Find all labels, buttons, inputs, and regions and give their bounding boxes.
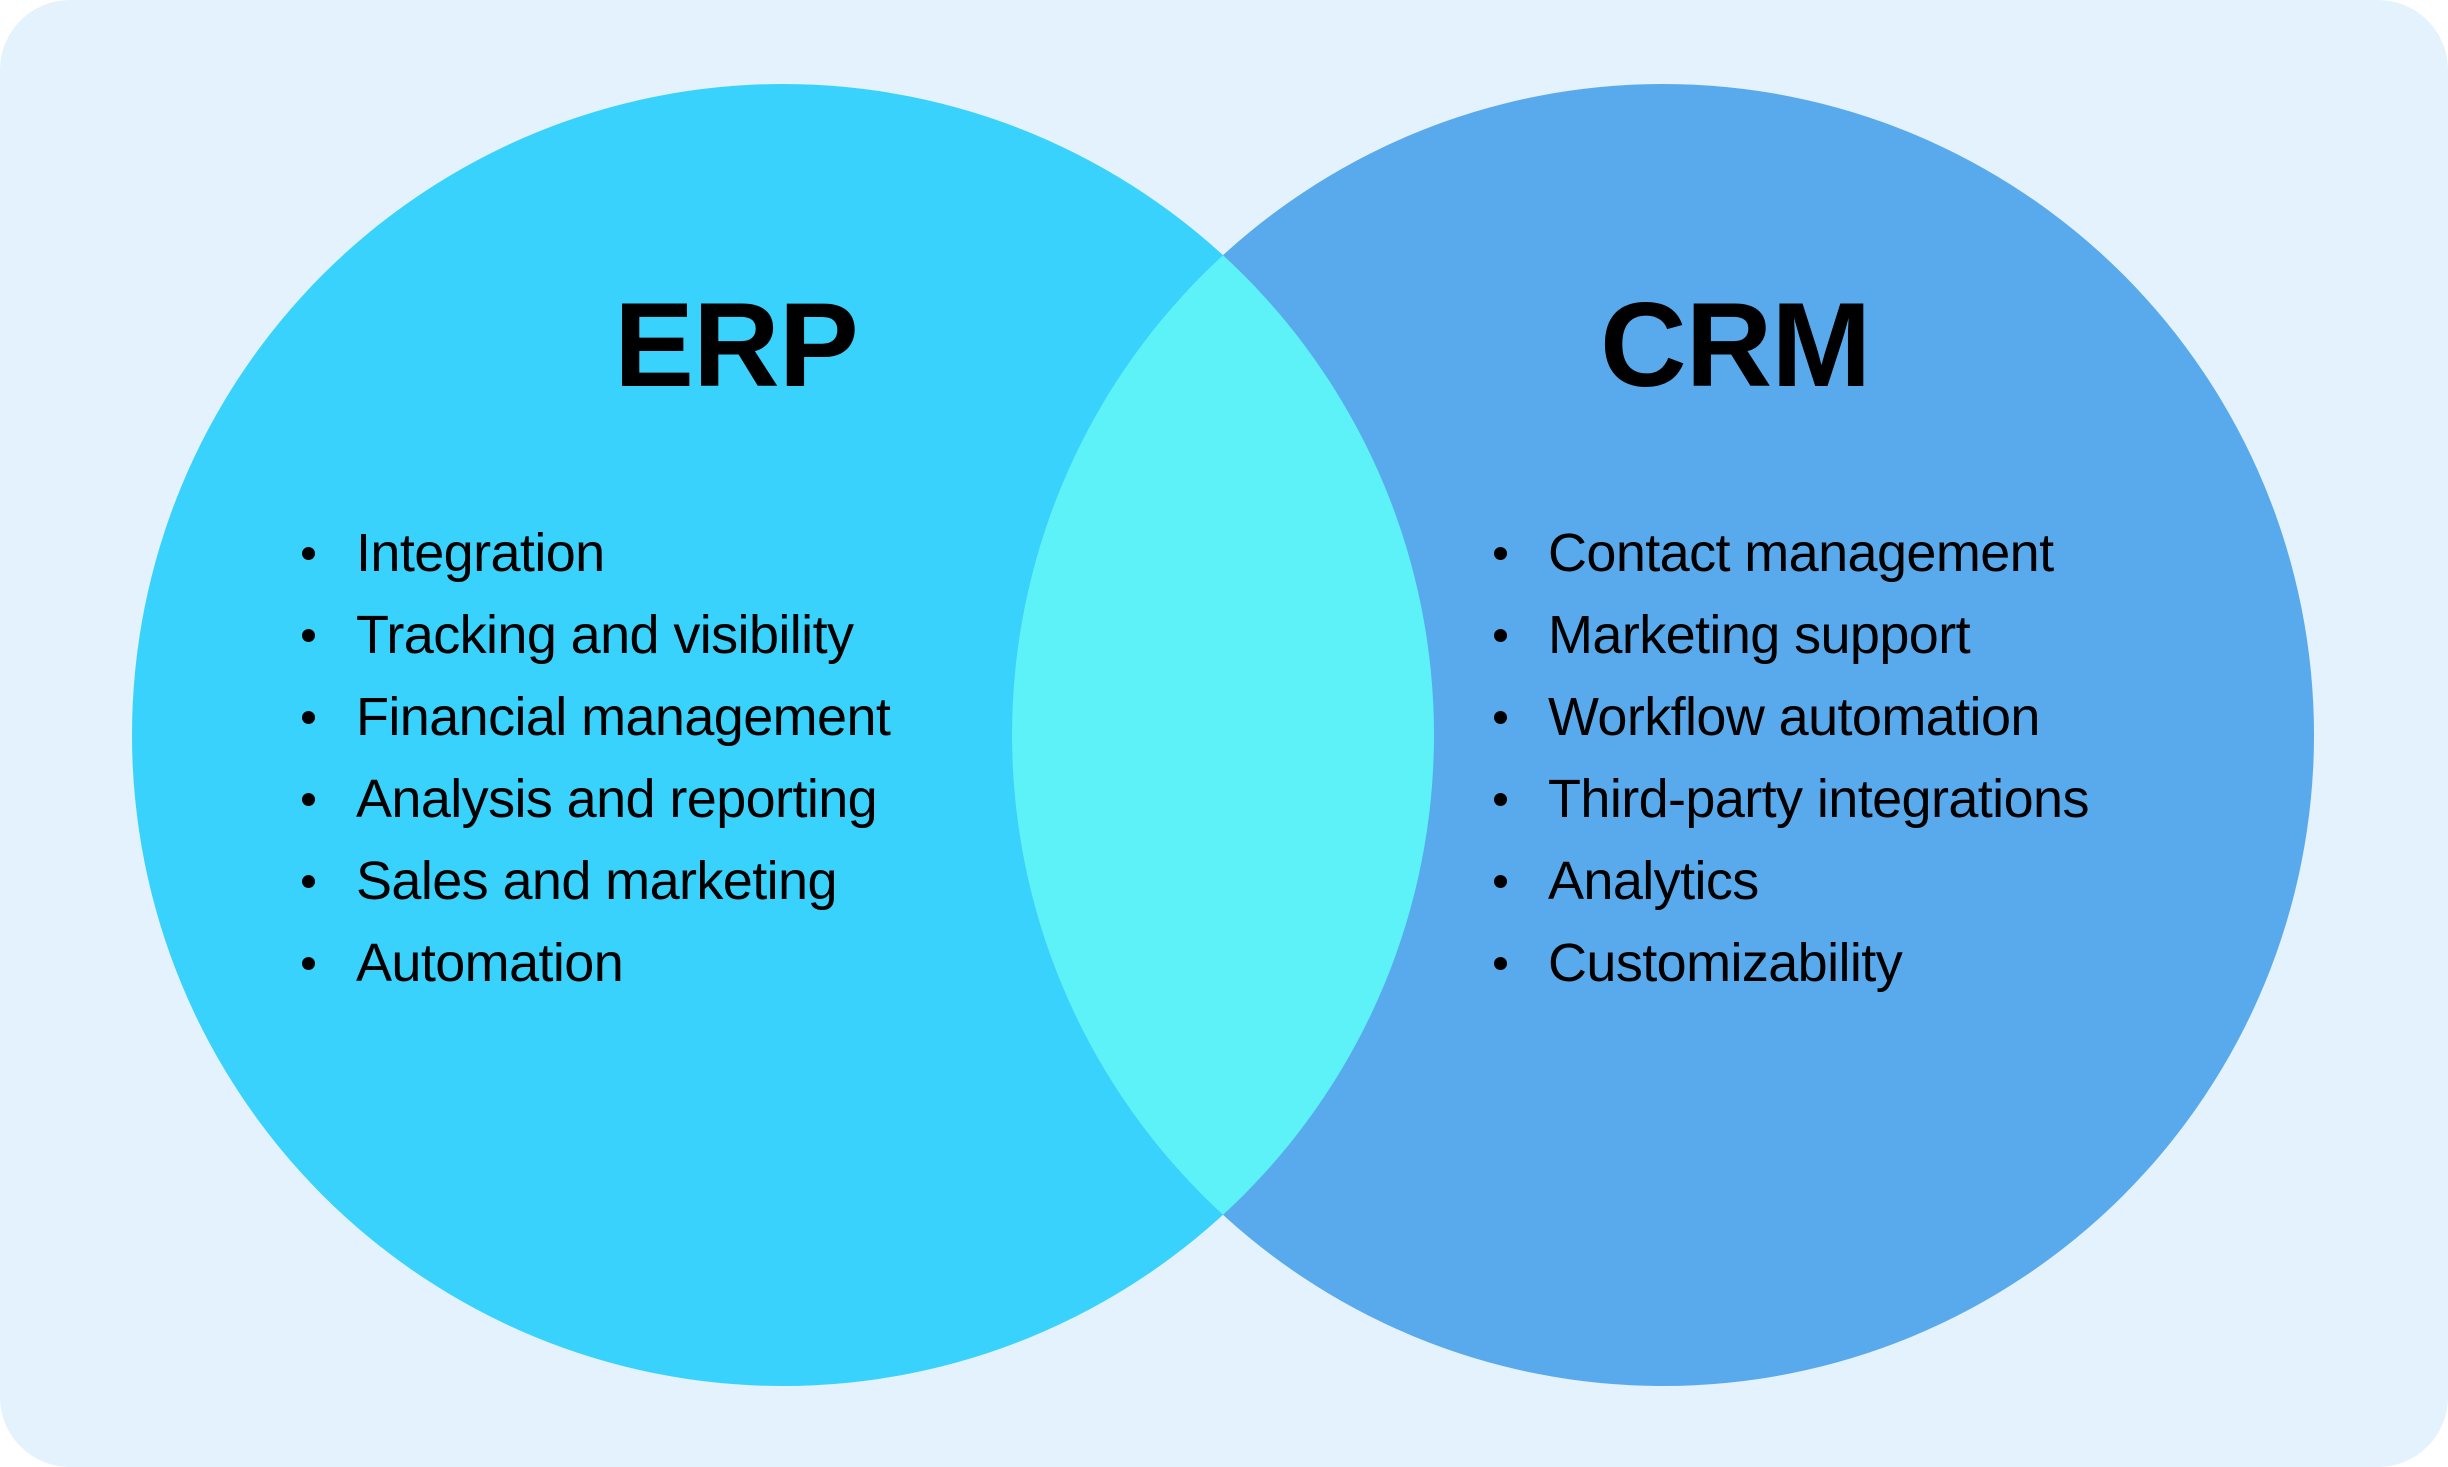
- bullet-icon: [1494, 793, 1507, 806]
- list-item-label: Analysis and reporting: [356, 769, 878, 829]
- list-item-label: Contact management: [1548, 523, 2054, 583]
- list-item-label: Analytics: [1548, 851, 1759, 911]
- bullet-icon: [302, 547, 315, 560]
- erp-heading: ERP: [614, 278, 859, 412]
- list-item: Customizability: [1488, 932, 2089, 1014]
- bullet-icon: [302, 629, 315, 642]
- list-item: Third-party integrations: [1488, 768, 2089, 850]
- list-item: Automation: [296, 932, 890, 1014]
- list-item-label: Marketing support: [1548, 605, 1971, 665]
- bullet-icon: [302, 793, 315, 806]
- crm-heading: CRM: [1600, 278, 1871, 412]
- list-item: Tracking and visibility: [296, 604, 890, 686]
- overlap-region: [1012, 84, 1434, 1386]
- crm-feature-list: Contact management Marketing support Wor…: [1488, 522, 2089, 1014]
- bullet-icon: [302, 875, 315, 888]
- bullet-icon: [1494, 875, 1507, 888]
- bullet-icon: [302, 711, 315, 724]
- list-item-label: Workflow automation: [1548, 687, 2040, 747]
- list-item-label: Financial management: [356, 687, 891, 747]
- bullet-icon: [1494, 957, 1507, 970]
- list-item-label: Automation: [356, 933, 624, 993]
- bullet-icon: [302, 957, 315, 970]
- bullet-icon: [1494, 547, 1507, 560]
- list-item-label: Integration: [356, 523, 605, 583]
- list-item: Integration: [296, 522, 890, 604]
- list-item: Analytics: [1488, 850, 2089, 932]
- list-item: Marketing support: [1488, 604, 2089, 686]
- list-item: Workflow automation: [1488, 686, 2089, 768]
- list-item-label: Tracking and visibility: [356, 605, 854, 665]
- list-item-label: Customizability: [1548, 933, 1903, 993]
- list-item: Financial management: [296, 686, 891, 768]
- list-item-label: Third-party integrations: [1548, 769, 2089, 829]
- list-item: Sales and marketing: [296, 850, 890, 932]
- list-item: Contact management: [1488, 522, 2089, 604]
- bullet-icon: [1494, 629, 1507, 642]
- list-item-label: Sales and marketing: [356, 851, 837, 911]
- erp-feature-list: Integration Tracking and visibility Fina…: [296, 522, 891, 1014]
- list-item: Analysis and reporting: [296, 768, 890, 850]
- bullet-icon: [1494, 711, 1507, 724]
